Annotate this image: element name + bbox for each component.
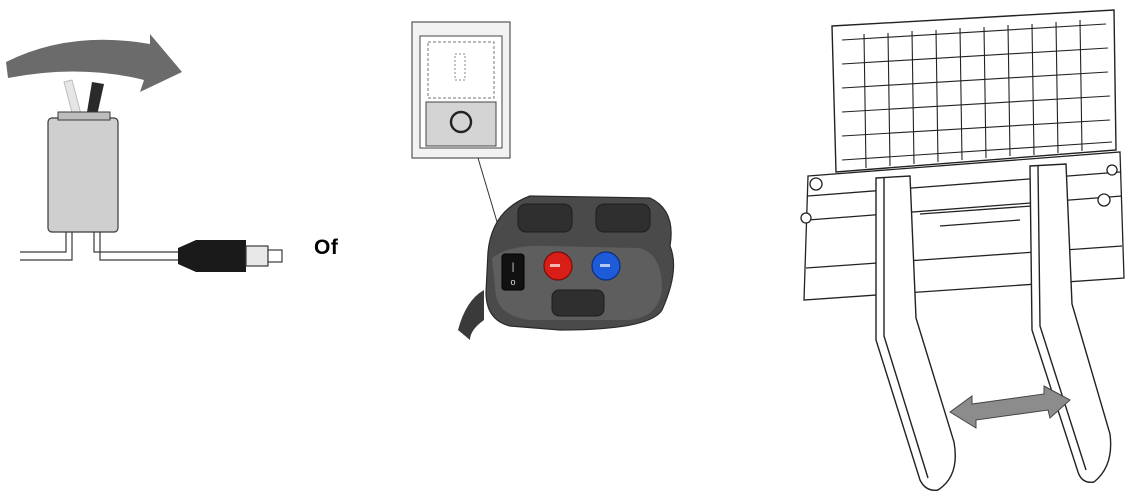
backrest-grid: [832, 10, 1116, 172]
rocker-off-glyph: o: [510, 277, 515, 287]
joystick-illustration: | o: [400, 0, 700, 497]
rocker-on-glyph: |: [512, 262, 515, 273]
switch-state-label: Of: [314, 236, 338, 260]
top-right-pad: [596, 204, 650, 232]
toggle-switch-diagram: Of: [0, 0, 380, 497]
pallet-fork-diagram: [760, 0, 1133, 497]
joystick-diagram: | o: [400, 0, 700, 497]
rocker-switch-callout: [412, 22, 510, 158]
top-left-pad: [518, 204, 572, 232]
joystick-body: | o: [458, 196, 674, 340]
switch-wires: [20, 232, 180, 260]
fork-carriage: [801, 152, 1124, 300]
bottom-pad: [552, 290, 604, 316]
switch-body: [48, 118, 118, 232]
plug-icon: [178, 240, 282, 272]
pallet-fork-illustration: [760, 0, 1133, 497]
double-arrow-icon: [950, 386, 1070, 428]
